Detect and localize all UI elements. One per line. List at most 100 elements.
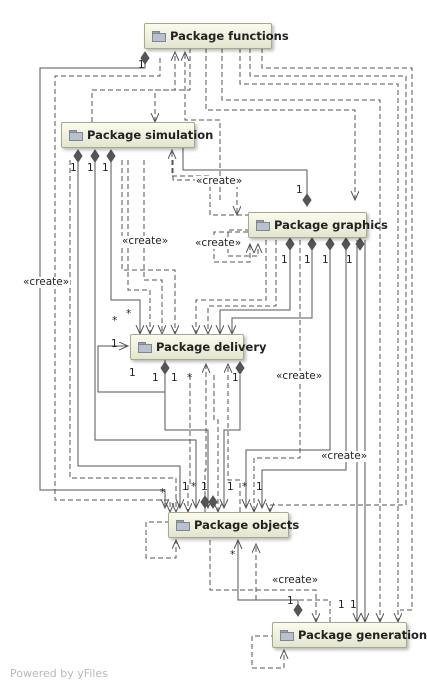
mult-objects-star-right: * bbox=[242, 481, 248, 493]
diamond-objects-2 bbox=[208, 495, 218, 509]
node-label: Package delivery bbox=[156, 340, 267, 354]
diamond-functions bbox=[140, 51, 150, 65]
mult-delivery-self-1: 1 bbox=[111, 338, 118, 350]
package-icon bbox=[69, 130, 83, 141]
mult-delivery-left-star: * bbox=[112, 315, 118, 327]
mult-graphics-3: 1 bbox=[322, 254, 329, 266]
edge-graphics-objects-2 bbox=[262, 240, 347, 508]
diamond-sim-1 bbox=[73, 149, 83, 163]
dep-functions-graphics bbox=[221, 48, 380, 622]
edge-simulation-objects-2 bbox=[94, 160, 196, 508]
mult-sim-1: 1 bbox=[70, 162, 77, 174]
mult-objects-1b: 1 bbox=[201, 481, 208, 493]
dep-sim-delivery-2 bbox=[143, 160, 162, 334]
dep-to-functions-2 bbox=[185, 52, 221, 200]
footer-powered-by: Powered by yFiles bbox=[10, 667, 108, 680]
diamond-delivery-2 bbox=[235, 361, 245, 375]
node-package-objects[interactable]: Package objects bbox=[168, 512, 299, 538]
edge-delivery-objects-2 bbox=[224, 375, 241, 508]
dep-generation-objects bbox=[256, 544, 331, 622]
package-icon bbox=[138, 342, 152, 353]
diamond-graphics-4 bbox=[341, 237, 351, 251]
dep-graphics-delivery bbox=[196, 240, 267, 334]
dep-functions-delivery bbox=[205, 48, 355, 200]
mult-functions: 1 bbox=[138, 59, 145, 71]
dep-graphics-delivery-2 bbox=[208, 240, 277, 334]
mult-graphics-2: 1 bbox=[304, 254, 311, 266]
mult-generation-1a: 1 bbox=[287, 595, 294, 607]
node-package-simulation[interactable]: Package simulation bbox=[61, 122, 213, 148]
node-label: Package graphics bbox=[274, 218, 388, 232]
diamond-generation bbox=[293, 603, 303, 617]
dep-graphics-sim bbox=[172, 150, 250, 216]
mult-objects-star-bottom: * bbox=[230, 549, 236, 561]
dep-functions-objects bbox=[249, 48, 407, 512]
dep-up-delivery bbox=[228, 364, 241, 512]
mult-objects-1a: 1 bbox=[182, 481, 189, 493]
dep-graphics-self-2 bbox=[227, 229, 258, 257]
edge-simulation-delivery bbox=[110, 160, 140, 334]
dep-objects-generation bbox=[209, 540, 316, 622]
node-label: Package generation bbox=[298, 628, 427, 642]
edge-graphics-delivery-2 bbox=[232, 240, 313, 334]
mult-delivery-bottom-1: 1 bbox=[171, 372, 178, 384]
dep-generation-self bbox=[251, 635, 284, 669]
mult-delivery-left-star-2: * bbox=[126, 308, 132, 320]
edge-graphics-objects-1 bbox=[246, 240, 331, 508]
dep-to-functions-1 bbox=[91, 52, 175, 122]
mult-delivery-self-2: 1 bbox=[129, 367, 136, 379]
mult-graphics-4: 1 bbox=[346, 254, 353, 266]
package-icon bbox=[152, 31, 166, 42]
mult-delivery-self-3: 1 bbox=[152, 372, 159, 384]
label-create-graphics-objects: «create» bbox=[275, 370, 324, 382]
dep-functions-left bbox=[54, 58, 170, 512]
node-label: Package objects bbox=[194, 518, 300, 532]
label-create-sim: «create» bbox=[121, 235, 170, 247]
dep-sim-objects-mid bbox=[121, 160, 175, 334]
edge-simulation-graphics bbox=[182, 148, 308, 200]
mult-generation-1b: 1 bbox=[338, 599, 345, 611]
mult-objects-star-left: * bbox=[160, 487, 166, 499]
diamond-objects-1 bbox=[200, 495, 210, 509]
label-create-graphics-generation: «create» bbox=[320, 450, 369, 462]
mult-objects-1d: 1 bbox=[256, 481, 263, 493]
package-icon bbox=[176, 520, 190, 531]
diamond-graphics-5 bbox=[355, 237, 365, 251]
edge-graphics-delivery-1 bbox=[220, 240, 291, 334]
mult-graphics-1: 1 bbox=[281, 254, 288, 266]
diamond-sim-3 bbox=[106, 149, 116, 163]
dep-sim-delivery bbox=[127, 160, 150, 334]
diamond-sim-2 bbox=[90, 149, 100, 163]
diamond-graphics-3 bbox=[325, 237, 335, 251]
label-create-graphics-self: «create» bbox=[194, 237, 243, 249]
dep-delivery-objects-2 bbox=[213, 375, 218, 512]
node-label: Package simulation bbox=[87, 128, 214, 142]
edge-simulation-objects-1 bbox=[77, 160, 180, 508]
dep-graphics-self bbox=[213, 231, 250, 263]
mult-graphics-top: 1 bbox=[296, 184, 303, 196]
mult-sim-2: 1 bbox=[87, 162, 94, 174]
dep-functions-generation bbox=[239, 48, 398, 622]
dep-up-delivery-2 bbox=[205, 364, 206, 512]
edge-delivery-objects-1 bbox=[164, 375, 208, 508]
node-package-functions[interactable]: Package functions bbox=[144, 23, 289, 49]
mult-objects-1c: 1 bbox=[227, 481, 234, 493]
mult-sim-3: 1 bbox=[102, 162, 109, 174]
mult-generation-1c: 1 bbox=[350, 599, 357, 611]
dep-objects-self bbox=[145, 521, 176, 559]
node-package-graphics[interactable]: Package graphics bbox=[248, 212, 388, 238]
dep-functions-right bbox=[261, 48, 413, 611]
label-create-sim-graphics: «create» bbox=[195, 175, 244, 187]
diamond-graphics-top bbox=[302, 193, 312, 207]
mult-delivery-bottom-2: 1 bbox=[232, 372, 239, 384]
package-icon bbox=[280, 630, 294, 641]
node-package-delivery[interactable]: Package delivery bbox=[130, 334, 267, 360]
node-package-generation[interactable]: Package generation bbox=[272, 622, 427, 648]
mult-objects-star-mid: * bbox=[191, 481, 197, 493]
node-label: Package functions bbox=[170, 29, 289, 43]
mult-delivery-bottom-star: * bbox=[187, 372, 193, 384]
label-create-left: «create» bbox=[22, 276, 71, 288]
diamond-delivery-1 bbox=[160, 361, 170, 375]
